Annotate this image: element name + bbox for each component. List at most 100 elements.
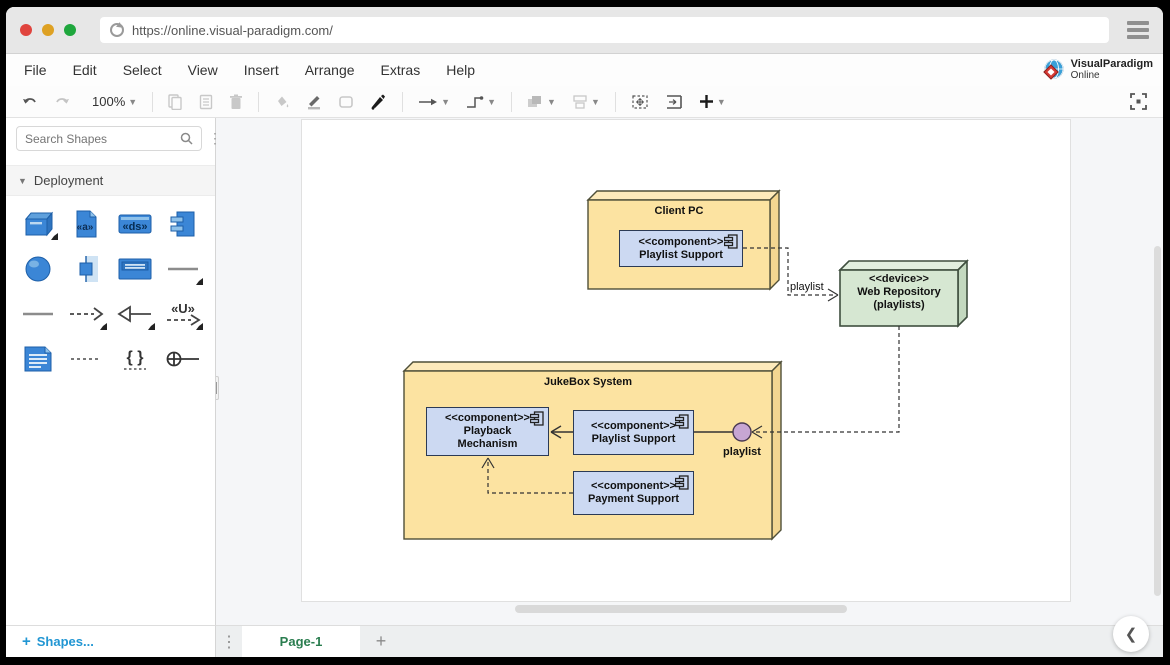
close-window-button[interactable] [20,24,32,36]
url-bar[interactable] [100,17,1109,43]
fit-selection-icon [631,94,649,110]
shape-provided-interface[interactable] [159,341,207,377]
fit-to-content-button[interactable] [625,91,655,113]
align-icon [572,95,588,109]
diagram-svg [302,120,1072,603]
deployment-section-header[interactable]: ▼ Deployment [6,165,215,196]
menu-edit[interactable]: Edit [73,62,97,78]
reload-icon[interactable] [110,23,124,37]
shape-port[interactable] [62,251,110,287]
browser-menu-icon[interactable] [1127,21,1149,39]
svg-text:«U»: «U» [171,301,195,316]
bring-forward-icon [527,95,544,109]
align-dropdown[interactable]: ▼ [566,92,606,112]
client-pc-title: Client PC [588,205,770,218]
shape-link[interactable] [14,296,62,332]
redo-button[interactable] [48,92,76,112]
diagram-canvas[interactable]: Client PC JukeBox System <<device>> Web … [216,118,1163,625]
shape-instance[interactable] [14,251,62,287]
shape-constraint[interactable]: { } [111,341,159,377]
chevron-down-icon: ▼ [591,97,600,107]
jukebox-playlist-support-component[interactable]: <<component>> Playlist Support [573,410,694,455]
shape-node-instance[interactable] [111,251,159,287]
redo-icon [54,95,70,109]
svg-text:{ }: { } [126,349,143,366]
payment-support-component[interactable]: <<component>> Payment Support [573,471,694,515]
search-shapes-box[interactable] [16,126,202,151]
shape-component[interactable] [159,206,207,242]
url-input[interactable] [132,23,1099,38]
shapes-panel-footer: + Shapes... [6,625,216,657]
maximize-window-button[interactable] [64,24,76,36]
sidebar-splitter-handle[interactable] [216,376,219,400]
shape-node[interactable] [14,206,62,242]
insert-shape-dropdown[interactable]: ▼ [693,91,732,112]
horizontal-scrollbar[interactable] [515,605,847,613]
more-shapes-button[interactable]: Shapes... [37,634,94,649]
delete-button[interactable] [223,91,249,113]
shape-note[interactable] [14,341,62,377]
menu-view[interactable]: View [188,62,218,78]
minimize-window-button[interactable] [42,24,54,36]
menu-help[interactable]: Help [446,62,475,78]
fullscreen-icon [1130,93,1147,110]
fill-color-button[interactable] [268,91,296,113]
line-color-button[interactable] [300,91,328,113]
search-shapes-input[interactable] [25,132,180,146]
shape-communication-path[interactable] [159,251,207,287]
menu-insert[interactable]: Insert [244,62,279,78]
page-tab[interactable]: Page-1 [242,626,360,657]
shape-outline-icon [338,95,354,109]
arrow-style-dropdown[interactable]: ▼ [412,94,456,110]
add-page-button[interactable]: + [360,626,402,657]
shape-usage[interactable]: «U» [159,296,207,332]
paste-button[interactable] [193,91,219,113]
fill-color-icon [274,94,290,110]
svg-text:«ds»: «ds» [122,221,147,233]
menu-select[interactable]: Select [123,62,162,78]
vertical-scrollbar[interactable] [1154,246,1161,596]
shape-style-button[interactable] [332,92,360,112]
web-repository-label: <<device>> Web Repository (playlists) [840,273,958,312]
connector-icon [466,95,484,109]
menu-extras[interactable]: Extras [381,62,421,78]
playback-mechanism-component[interactable]: <<component>> Playback Mechanism [426,407,549,456]
component-icon [675,414,689,429]
zoom-level-dropdown[interactable]: 100%▼ [86,91,143,112]
browser-chrome [6,7,1163,54]
resize-fit-icon [665,94,683,110]
connector-style-dropdown[interactable]: ▼ [460,92,502,112]
shape-palette-sidebar: ⋮ ▼ Deployment «a» «ds» [6,118,216,625]
shape-dashed-line[interactable] [62,341,110,377]
undo-button[interactable] [16,92,44,112]
component-icon [675,475,689,490]
playlist-interface-label: playlist [702,446,782,458]
diagram-page[interactable]: Client PC JukeBox System <<device>> Web … [301,119,1071,602]
order-dropdown[interactable]: ▼ [521,92,562,112]
browser-window: File Edit Select View Insert Arrange Ext… [6,7,1163,657]
arrow-icon [418,97,438,107]
shape-deployment-spec[interactable]: «ds» [111,206,159,242]
fullscreen-button[interactable] [1124,90,1153,113]
visual-paradigm-logo: VisualParadigmOnline [1041,57,1153,83]
collapse-panel-button[interactable]: ❮ [1113,616,1149,652]
shape-generalization[interactable] [111,296,159,332]
svg-text:«a»: «a» [77,222,94,233]
copy-button[interactable] [162,91,189,113]
plus-icon [699,94,714,109]
client-playlist-support-component[interactable]: <<component>> Playlist Support [619,230,743,267]
shape-artifact[interactable]: «a» [62,206,110,242]
shape-dependency[interactable] [62,296,110,332]
playlist-link-label: playlist [790,281,824,293]
line-color-icon [306,94,322,110]
shape-grid: «a» «ds» [6,196,215,387]
collapse-caret-icon: ▼ [18,176,27,186]
playlist-interface-circle[interactable] [733,423,751,441]
menu-file[interactable]: File [24,62,47,78]
resize-to-fit-button[interactable] [659,91,689,113]
bottom-bar: + Shapes... ⋮ Page-1 + ❮ [6,625,1163,657]
page-options-icon[interactable]: ⋮ [216,626,242,657]
chevron-down-icon: ▼ [487,97,496,107]
format-painter-button[interactable] [364,91,393,113]
menu-arrange[interactable]: Arrange [305,62,355,78]
